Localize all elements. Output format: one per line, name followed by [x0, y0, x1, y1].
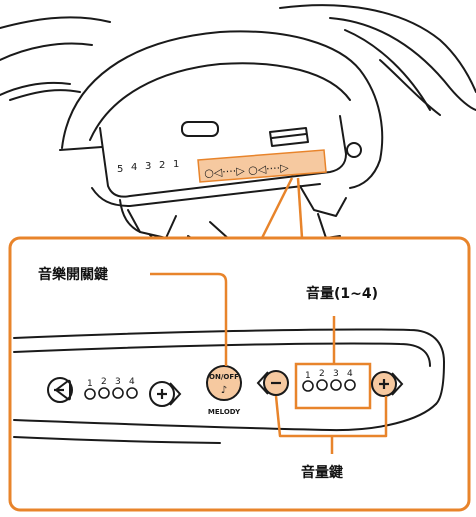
- volume-keys-label: 音量鍵: [301, 465, 343, 481]
- top-level-2: 2: [159, 160, 165, 171]
- onoff-text: ON/OFF: [209, 373, 239, 381]
- left-level-4: 4: [129, 377, 135, 387]
- right-level-3: 3: [333, 369, 339, 379]
- left-level-leds: [84, 387, 138, 400]
- melody-onoff-button[interactable]: ON/OFF ♪: [206, 365, 242, 401]
- right-level-leds: [302, 379, 356, 392]
- left-minus-button[interactable]: [47, 377, 73, 403]
- left-volume-group: 1 2 3 4: [47, 377, 182, 407]
- note-icon: ♪: [221, 385, 227, 396]
- zoomed-device-panel: [13, 328, 445, 444]
- zoom-connector-lines: [260, 177, 304, 239]
- top-strip-glyphs: ○◁····▷ ○◁····▷: [204, 161, 290, 180]
- top-level-3: 3: [145, 161, 151, 172]
- right-plus-button[interactable]: [371, 371, 404, 397]
- top-level-numbers: 5 4 3 2 1: [117, 159, 179, 175]
- device-overview-illustration: [0, 4, 476, 263]
- right-volume-group: 1 2 3 4: [256, 362, 404, 410]
- left-level-1: 1: [87, 379, 93, 389]
- left-level-2: 2: [101, 377, 107, 387]
- callout-lines: [150, 272, 388, 454]
- melody-switch-label: 音樂開關鍵: [38, 267, 108, 283]
- right-level-4: 4: [347, 369, 353, 379]
- melody-text: MELODY: [208, 408, 241, 416]
- left-level-3: 3: [115, 377, 121, 387]
- right-minus-button[interactable]: [256, 370, 289, 396]
- right-level-2: 2: [319, 369, 325, 379]
- right-level-1: 1: [305, 371, 311, 381]
- left-plus-button[interactable]: [149, 381, 182, 407]
- volume-level-label: 音量(1~4): [306, 286, 379, 302]
- top-level-4: 4: [131, 162, 137, 173]
- top-control-strip: ○◁····▷ ○◁····▷: [197, 149, 327, 183]
- top-level-1: 1: [173, 159, 179, 170]
- top-level-5: 5: [117, 164, 123, 175]
